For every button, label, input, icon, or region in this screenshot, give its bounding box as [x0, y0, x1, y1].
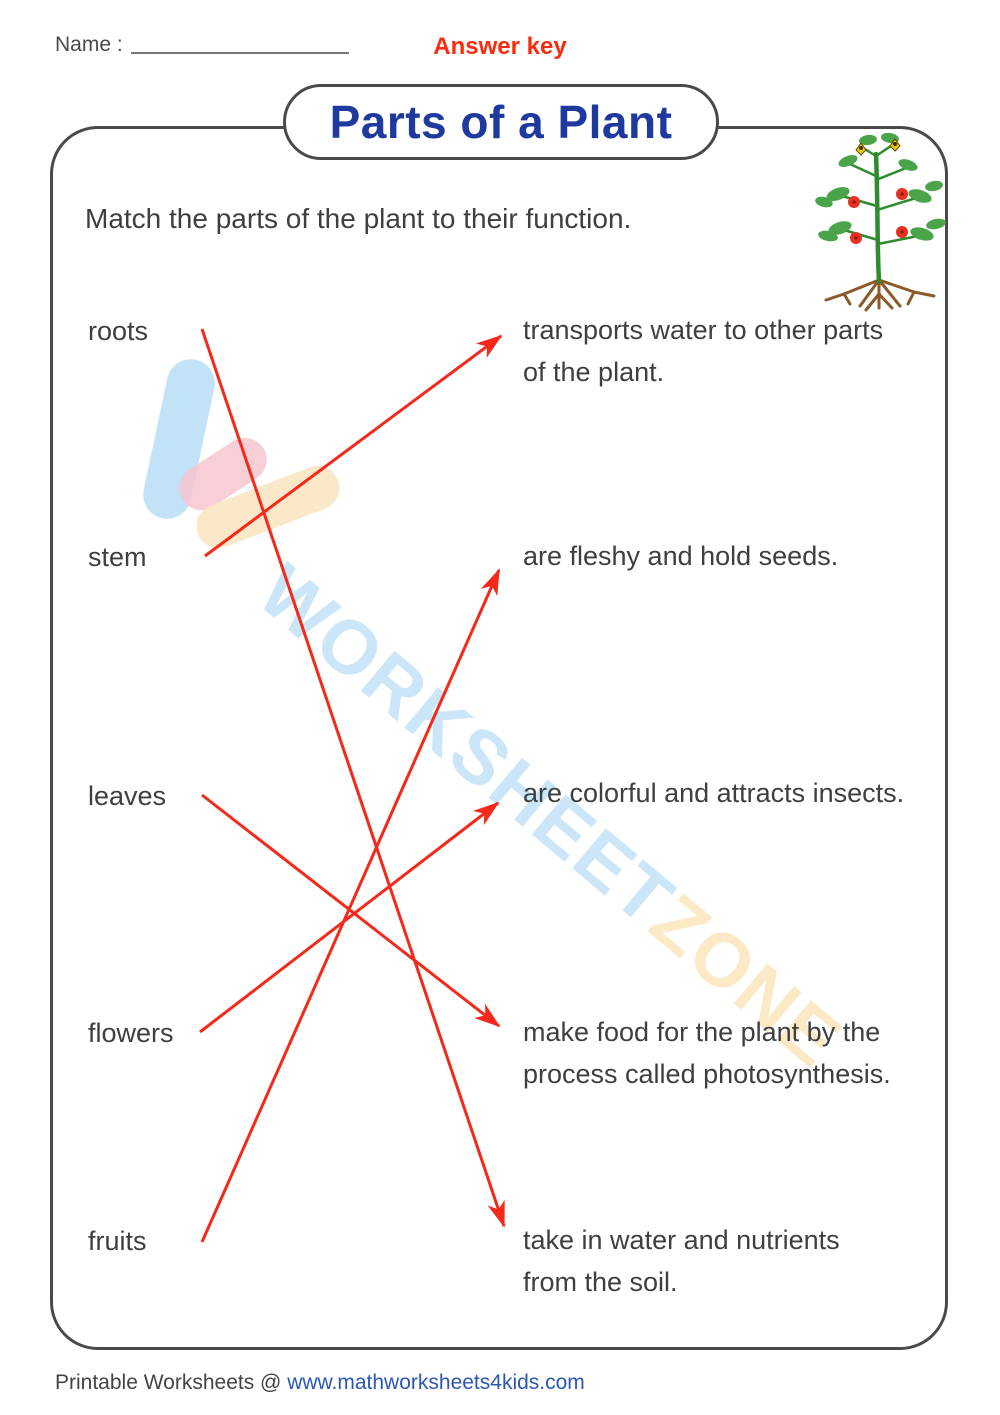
name-blank-line[interactable] [130, 52, 349, 54]
function-take-in-water: take in water and nutrients from the soi… [523, 1219, 840, 1303]
function-line: process called photosynthesis. [523, 1059, 891, 1089]
function-line: from the soil. [523, 1267, 678, 1297]
function-make-food: make food for the plant by the process c… [523, 1011, 891, 1095]
part-label-roots: roots [88, 316, 149, 346]
name-label: Name : [55, 33, 123, 56]
answer-key-badge: Answer key [433, 33, 567, 60]
part-label-flowers: flowers [88, 1018, 174, 1048]
footer-prefix: Printable Worksheets @ [55, 1371, 288, 1394]
page-title: Parts of a Plant [329, 96, 673, 148]
function-line: transports water to other parts [523, 315, 884, 345]
function-line: are colorful and attracts insects. [523, 778, 905, 808]
title-banner: Parts of a Plant [283, 84, 719, 160]
name-field-row: Name : [55, 33, 349, 57]
function-fleshy-seeds: are fleshy and hold seeds. [523, 535, 838, 577]
function-line: take in water and nutrients [523, 1225, 840, 1255]
plant-fruits [848, 188, 908, 244]
footer-link[interactable]: www.mathworksheets4kids.com [287, 1371, 585, 1394]
plant-roots [824, 278, 936, 312]
plant-stem [873, 151, 882, 284]
function-colorful-insects: are colorful and attracts insects. [523, 772, 904, 814]
footer: Printable Worksheets @ www.mathworksheet… [55, 1371, 585, 1395]
plant-leaves [815, 132, 946, 242]
part-label-fruits: fruits [88, 1226, 147, 1256]
function-line: of the plant. [523, 357, 665, 387]
function-line: make food for the plant by the [523, 1017, 881, 1047]
part-label-leaves: leaves [88, 781, 167, 811]
function-line: are fleshy and hold seeds. [523, 541, 839, 571]
tomato-plant-illustration [815, 132, 946, 312]
function-transports-water: transports water to other parts of the p… [523, 309, 883, 393]
part-label-stem: stem [88, 542, 147, 572]
instruction-text: Match the parts of the plant to their fu… [85, 203, 632, 234]
plant-flowers [855, 138, 901, 156]
